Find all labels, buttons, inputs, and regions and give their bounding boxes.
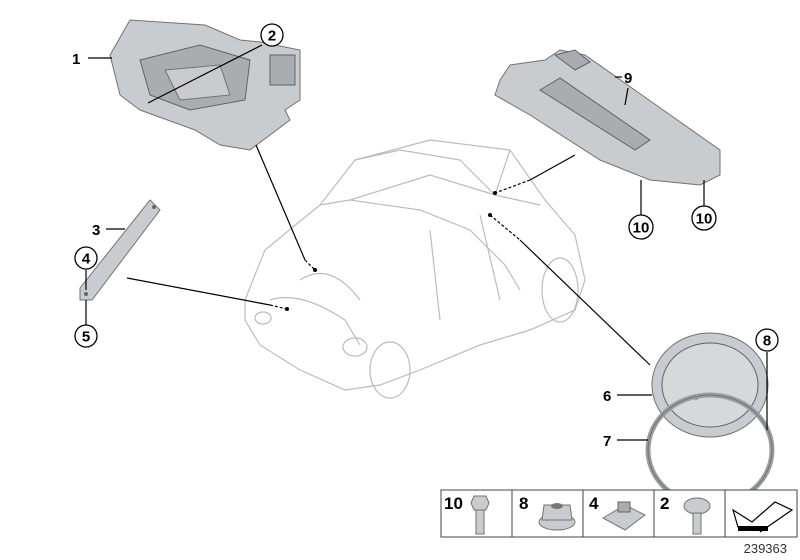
parts-strip: 10 8 4 2 <box>440 489 798 538</box>
clip-nut-icon <box>601 501 646 531</box>
hex-bolt-icon <box>470 495 490 535</box>
strip-number-4: 4 <box>589 494 599 513</box>
callout-5-circle <box>74 324 98 348</box>
callout-5: 5 <box>82 329 90 346</box>
callout-6: 6 <box>603 388 611 405</box>
plate-part <box>494 49 721 186</box>
flange-nut-icon <box>538 503 576 531</box>
torx-screw-icon <box>683 497 711 535</box>
leader-lines <box>85 44 768 441</box>
callout-4: 4 <box>82 251 91 268</box>
callout-10b: 10 <box>696 211 713 228</box>
callout-10a: 10 <box>633 220 650 237</box>
cover-part <box>651 332 769 438</box>
callout-4-circle <box>74 246 98 270</box>
strip-number-2: 2 <box>660 494 669 513</box>
direction-arrow-icon <box>731 501 794 533</box>
strip-number-10: 10 <box>444 494 463 513</box>
callout-10a-circle <box>628 214 654 240</box>
callout-2-circle <box>260 23 284 47</box>
callout-1: 1 <box>72 51 80 68</box>
strip-number-8: 8 <box>519 494 528 513</box>
callout-8: 8 <box>763 333 771 350</box>
callout-7: 7 <box>603 433 611 450</box>
callout-2: 2 <box>268 28 276 45</box>
callout-9: 9 <box>624 70 632 87</box>
callout-3: 3 <box>92 222 100 239</box>
callout-10b-circle <box>691 205 717 231</box>
bracket-part <box>109 19 301 151</box>
callout-8-circle <box>755 328 779 352</box>
diagram-id: 239363 <box>744 541 787 556</box>
car-outline <box>244 139 586 399</box>
